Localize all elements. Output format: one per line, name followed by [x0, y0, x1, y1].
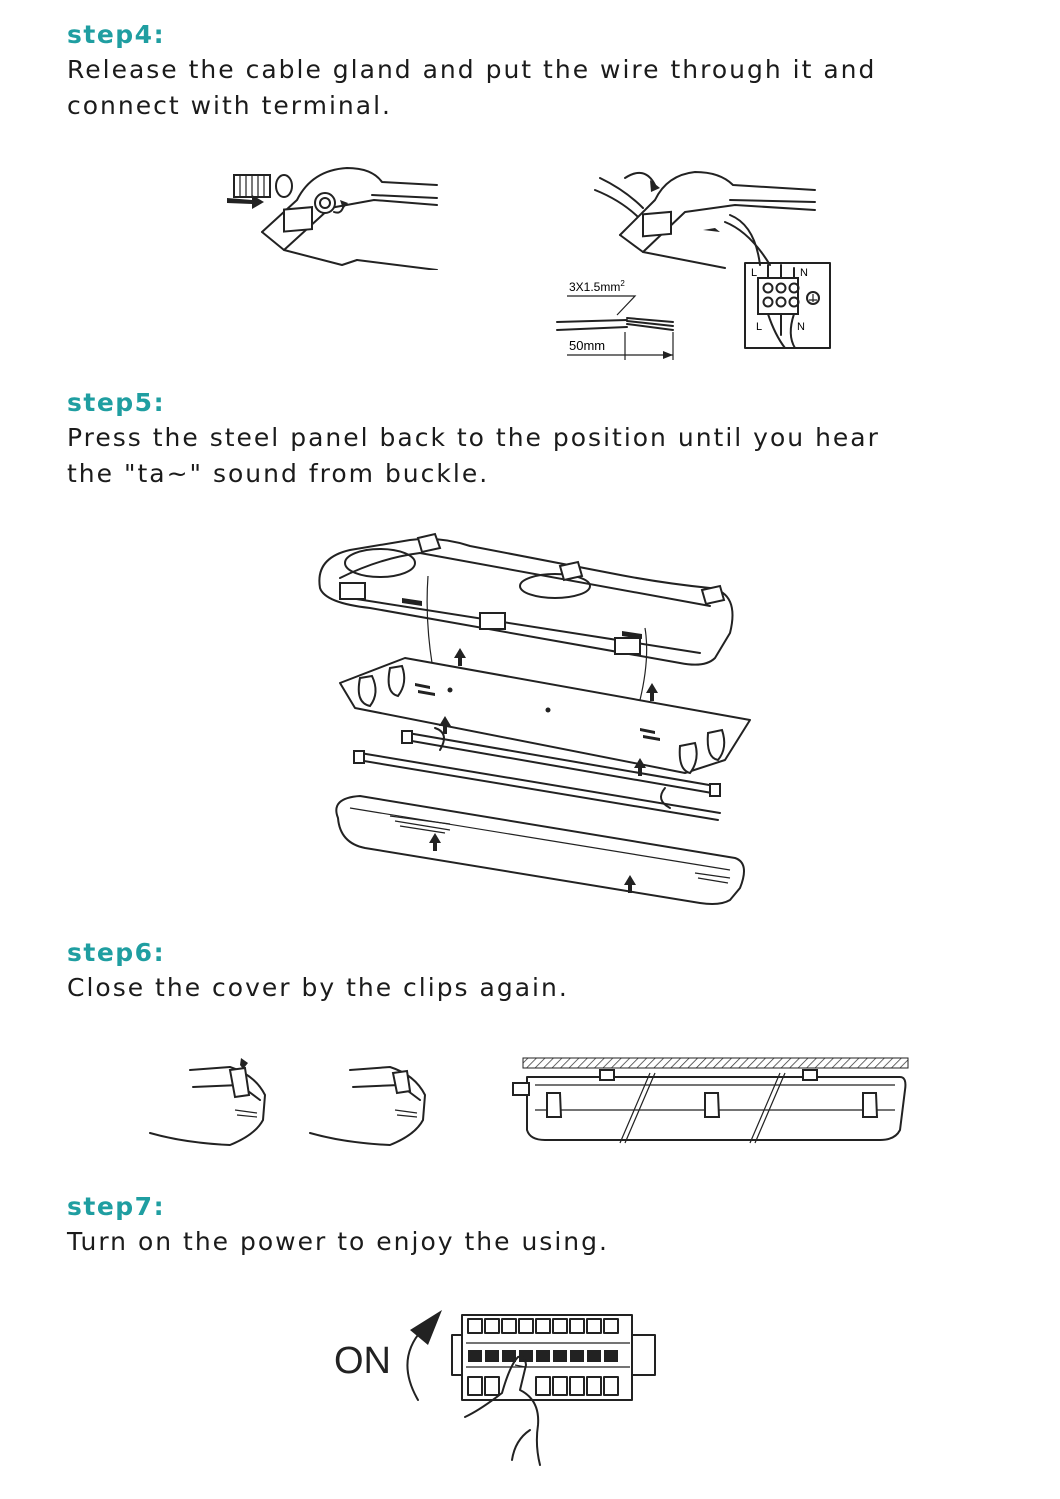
on-label: ON — [334, 1340, 391, 1382]
step7-text-line1: Turn on the power to enjoy the using. — [67, 1227, 609, 1256]
ceiling-mounted-fixture-illustration — [512, 1057, 909, 1144]
clip-open-illustration — [149, 1058, 266, 1146]
step4-section: step4: Release the cable gland and put t… — [67, 18, 967, 124]
step6-section: step6: Close the cover by the clips agai… — [67, 936, 967, 1006]
terminal-label-top-left: L — [751, 267, 757, 279]
step5-text-line1: Press the steel panel back to the positi… — [67, 423, 880, 452]
step4-text-line1: Release the cable gland and put the wire… — [67, 55, 877, 84]
step5-text-line2: the "ta~" sound from buckle. — [67, 459, 490, 488]
wire-spec-label: 3X1.5mm2 — [569, 279, 625, 294]
terminal-label-top-right: N — [800, 267, 808, 279]
step7-section: step7: Turn on the power to enjoy the us… — [67, 1190, 967, 1260]
exploded-assembly-illustration — [318, 532, 751, 905]
step6-title: step6: — [67, 938, 166, 967]
breaker-switches — [466, 1318, 630, 1396]
clip-closed-illustration — [309, 1066, 426, 1146]
step6-text-line1: Close the cover by the clips again. — [67, 973, 569, 1002]
terminal-label-bottom-left: L — [756, 321, 762, 333]
terminal-wiring-illustration: L N L N 3X1.5mm2 50mm — [556, 171, 831, 360]
step7-title: step7: — [67, 1192, 166, 1221]
step5-title: step5: — [67, 388, 166, 417]
terminal-label-bottom-right: N — [797, 321, 805, 333]
step4-title: step4: — [67, 20, 166, 49]
step4-text-line2: connect with terminal. — [67, 91, 392, 120]
cable-gland-illustration — [227, 167, 438, 270]
step5-section: step5: Press the steel panel back to the… — [67, 386, 967, 492]
strip-length-label: 50mm — [569, 338, 605, 353]
circuit-breaker-illustration: ON — [334, 1310, 656, 1466]
